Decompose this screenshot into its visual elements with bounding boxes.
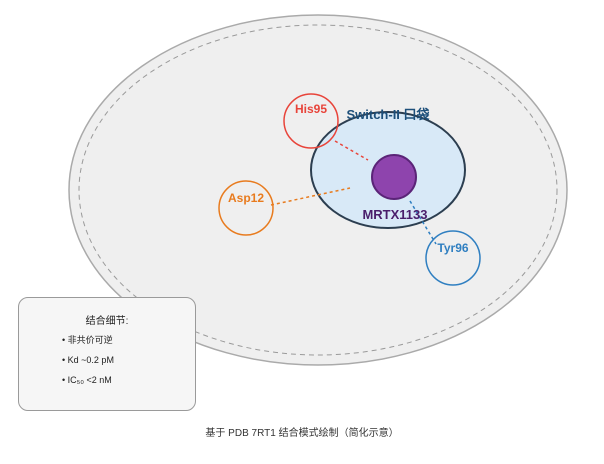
his95-interaction-line bbox=[334, 140, 369, 161]
binding-detail-item: IC₅₀ <2 nM bbox=[62, 374, 114, 394]
pocket-label: Switch-II 口袋 bbox=[346, 107, 430, 122]
asp12-residue bbox=[218, 180, 274, 236]
binding-details-box: 结合细节: 非共价可逆 Kd ~0.2 pM IC₅₀ <2 nM bbox=[18, 297, 196, 411]
mrtx1133-ligand bbox=[371, 154, 417, 200]
binding-details-list: 非共价可逆 Kd ~0.2 pM IC₅₀ <2 nM bbox=[62, 334, 114, 394]
his95-label: His95 bbox=[295, 102, 327, 116]
binding-detail-item: 非共价可逆 bbox=[62, 334, 114, 354]
tyr96-residue bbox=[425, 230, 481, 286]
asp12-label: Asp12 bbox=[228, 191, 264, 205]
tyr96-interaction-line bbox=[409, 200, 437, 245]
asp12-interaction-line bbox=[270, 187, 351, 206]
his95-residue bbox=[283, 93, 339, 149]
binding-detail-item: Kd ~0.2 pM bbox=[62, 354, 114, 374]
tyr96-label: Tyr96 bbox=[437, 241, 468, 255]
figure-caption: 基于 PDB 7RT1 结合模式绘制（简化示意） bbox=[205, 428, 399, 439]
binding-details-title: 结合细节: bbox=[85, 316, 129, 327]
protein-surface-dashed-outline bbox=[78, 24, 558, 356]
ligand-label: MRTX1133 bbox=[362, 207, 427, 222]
